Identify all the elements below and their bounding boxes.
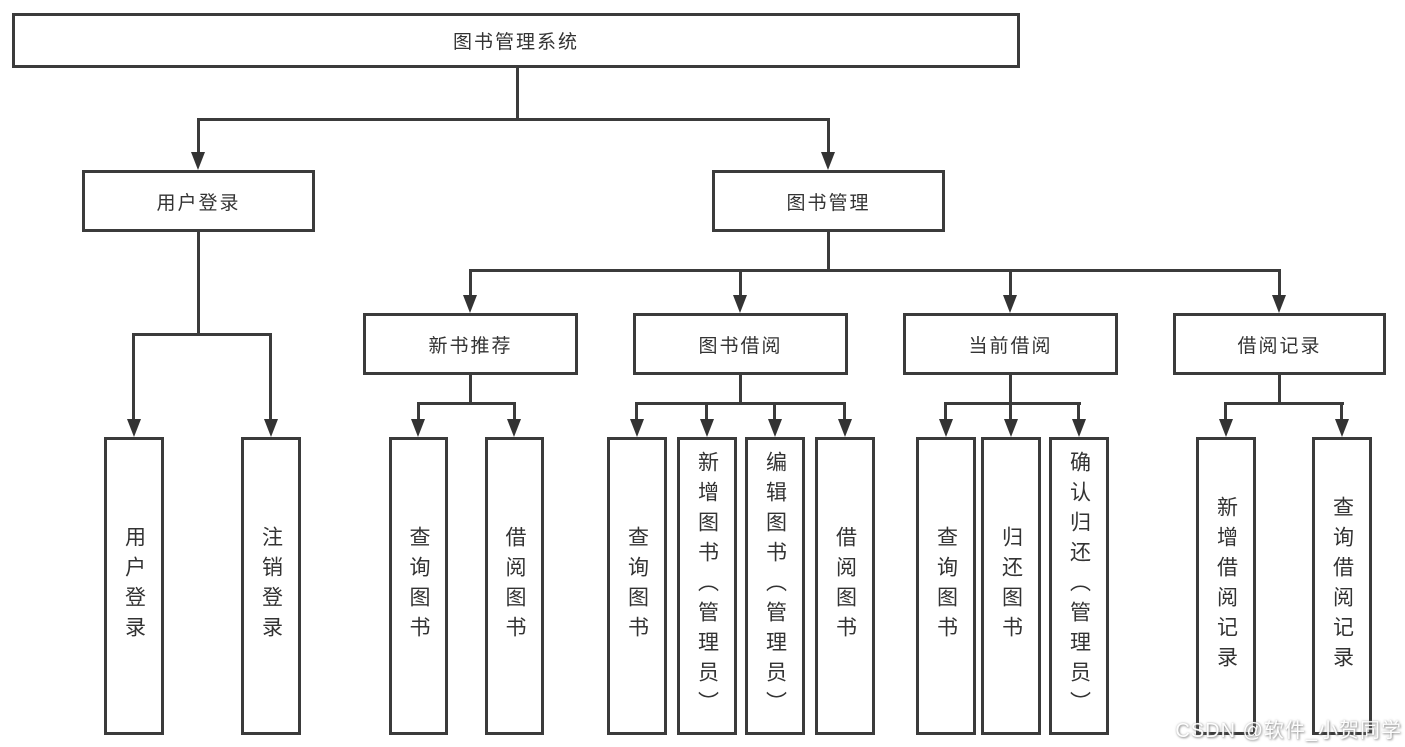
node-label: 用户登录 bbox=[122, 526, 146, 646]
arrowhead-icon bbox=[1004, 419, 1018, 437]
connector-line bbox=[417, 402, 420, 422]
node-user-login: 用户登录 bbox=[82, 170, 315, 232]
connector-line bbox=[739, 269, 742, 297]
arrowhead-icon bbox=[630, 419, 644, 437]
leaf-user-login: 用户登录 bbox=[104, 437, 164, 735]
arrowhead-icon bbox=[507, 419, 521, 437]
node-new-book-recommend: 新书推荐 bbox=[363, 313, 578, 375]
arrowhead-icon bbox=[264, 419, 278, 437]
connector-line bbox=[132, 333, 272, 336]
node-label: 图书管理系统 bbox=[452, 32, 579, 53]
connector-line bbox=[944, 402, 947, 422]
arrowhead-icon bbox=[127, 419, 141, 437]
arrowhead-icon bbox=[700, 419, 714, 437]
arrowhead-icon bbox=[838, 419, 852, 437]
node-label: 编辑图书（管理员） bbox=[763, 451, 787, 721]
leaf-add-borrow-record: 新增借阅记录 bbox=[1196, 437, 1256, 735]
connector-line bbox=[1009, 269, 1012, 297]
node-label: 当前借阅 bbox=[968, 335, 1053, 357]
arrowhead-icon bbox=[1272, 295, 1286, 313]
connector-line bbox=[1077, 402, 1080, 422]
arrowhead-icon bbox=[191, 152, 205, 170]
arrowhead-icon bbox=[733, 295, 747, 313]
connector-line bbox=[1009, 402, 1012, 422]
leaf-borrow-books-2: 借阅图书 bbox=[815, 437, 875, 735]
connector-line bbox=[773, 402, 776, 422]
leaf-add-books-admin: 新增图书（管理员） bbox=[677, 437, 737, 735]
node-label: 图书管理 bbox=[786, 192, 871, 214]
node-label: 新增借阅记录 bbox=[1214, 496, 1238, 676]
connector-line bbox=[1224, 402, 1344, 405]
node-label: 用户登录 bbox=[156, 192, 241, 214]
connector-line bbox=[417, 402, 516, 405]
connector-line bbox=[197, 118, 200, 153]
arrowhead-icon bbox=[411, 419, 425, 437]
leaf-edit-books-admin: 编辑图书（管理员） bbox=[745, 437, 805, 735]
connector-line bbox=[739, 375, 742, 405]
arrowhead-icon bbox=[821, 152, 835, 170]
node-borrow-records: 借阅记录 bbox=[1173, 313, 1386, 375]
leaf-query-borrow-record: 查询借阅记录 bbox=[1312, 437, 1372, 735]
connector-line bbox=[1224, 402, 1227, 422]
arrowhead-icon bbox=[463, 295, 477, 313]
leaf-query-books-2: 查询图书 bbox=[607, 437, 667, 735]
connector-line bbox=[469, 269, 472, 297]
leaf-borrow-books-1: 借阅图书 bbox=[485, 437, 544, 735]
connector-line bbox=[1340, 402, 1343, 422]
node-label: 借阅图书 bbox=[833, 526, 857, 646]
node-label: 借阅图书 bbox=[503, 526, 526, 646]
connector-line bbox=[705, 402, 708, 422]
node-book-management: 图书管理 bbox=[712, 170, 945, 232]
connector-line bbox=[1009, 375, 1012, 405]
leaf-logout: 注销登录 bbox=[241, 437, 301, 735]
connector-line bbox=[1278, 375, 1281, 405]
connector-line bbox=[635, 402, 638, 422]
node-label: 查询图书 bbox=[625, 526, 649, 646]
connector-line bbox=[469, 269, 1281, 272]
arrowhead-icon bbox=[1003, 295, 1017, 313]
connector-line bbox=[635, 402, 846, 405]
node-label: 查询图书 bbox=[407, 526, 430, 646]
leaf-return-books: 归还图书 bbox=[981, 437, 1041, 735]
connector-line bbox=[827, 232, 830, 272]
connector-line bbox=[843, 402, 846, 422]
node-book-borrow: 图书借阅 bbox=[633, 313, 848, 375]
leaf-confirm-return-admin: 确认归还（管理员） bbox=[1049, 437, 1109, 735]
node-current-borrow: 当前借阅 bbox=[903, 313, 1118, 375]
connector-line bbox=[132, 333, 135, 421]
arrowhead-icon bbox=[768, 419, 782, 437]
arrowhead-icon bbox=[939, 419, 953, 437]
node-label: 注销登录 bbox=[259, 526, 283, 646]
connector-line bbox=[827, 118, 830, 153]
connector-line bbox=[513, 402, 516, 422]
node-label: 新书推荐 bbox=[428, 335, 513, 357]
connector-line bbox=[269, 333, 272, 421]
arrowhead-icon bbox=[1072, 419, 1086, 437]
connector-line bbox=[469, 375, 472, 405]
node-label: 查询借阅记录 bbox=[1330, 496, 1354, 676]
node-label: 归还图书 bbox=[999, 526, 1023, 646]
node-label: 新增图书（管理员） bbox=[695, 451, 719, 721]
leaf-query-books-3: 查询图书 bbox=[916, 437, 976, 735]
arrowhead-icon bbox=[1219, 419, 1233, 437]
node-label: 图书借阅 bbox=[698, 335, 783, 357]
connector-line bbox=[197, 232, 200, 336]
csdn-watermark: CSDN @软件_小贺同学 bbox=[1175, 720, 1402, 742]
connector-line bbox=[197, 118, 830, 121]
node-label: 查询图书 bbox=[934, 526, 958, 646]
arrowhead-icon bbox=[1335, 419, 1349, 437]
node-root-library-system: 图书管理系统 bbox=[12, 13, 1020, 68]
node-label: 确认归还（管理员） bbox=[1067, 451, 1091, 721]
connector-line bbox=[516, 68, 519, 120]
leaf-query-books-1: 查询图书 bbox=[389, 437, 448, 735]
connector-line bbox=[944, 402, 1081, 405]
node-label: 借阅记录 bbox=[1237, 335, 1322, 357]
connector-line bbox=[1278, 269, 1281, 297]
